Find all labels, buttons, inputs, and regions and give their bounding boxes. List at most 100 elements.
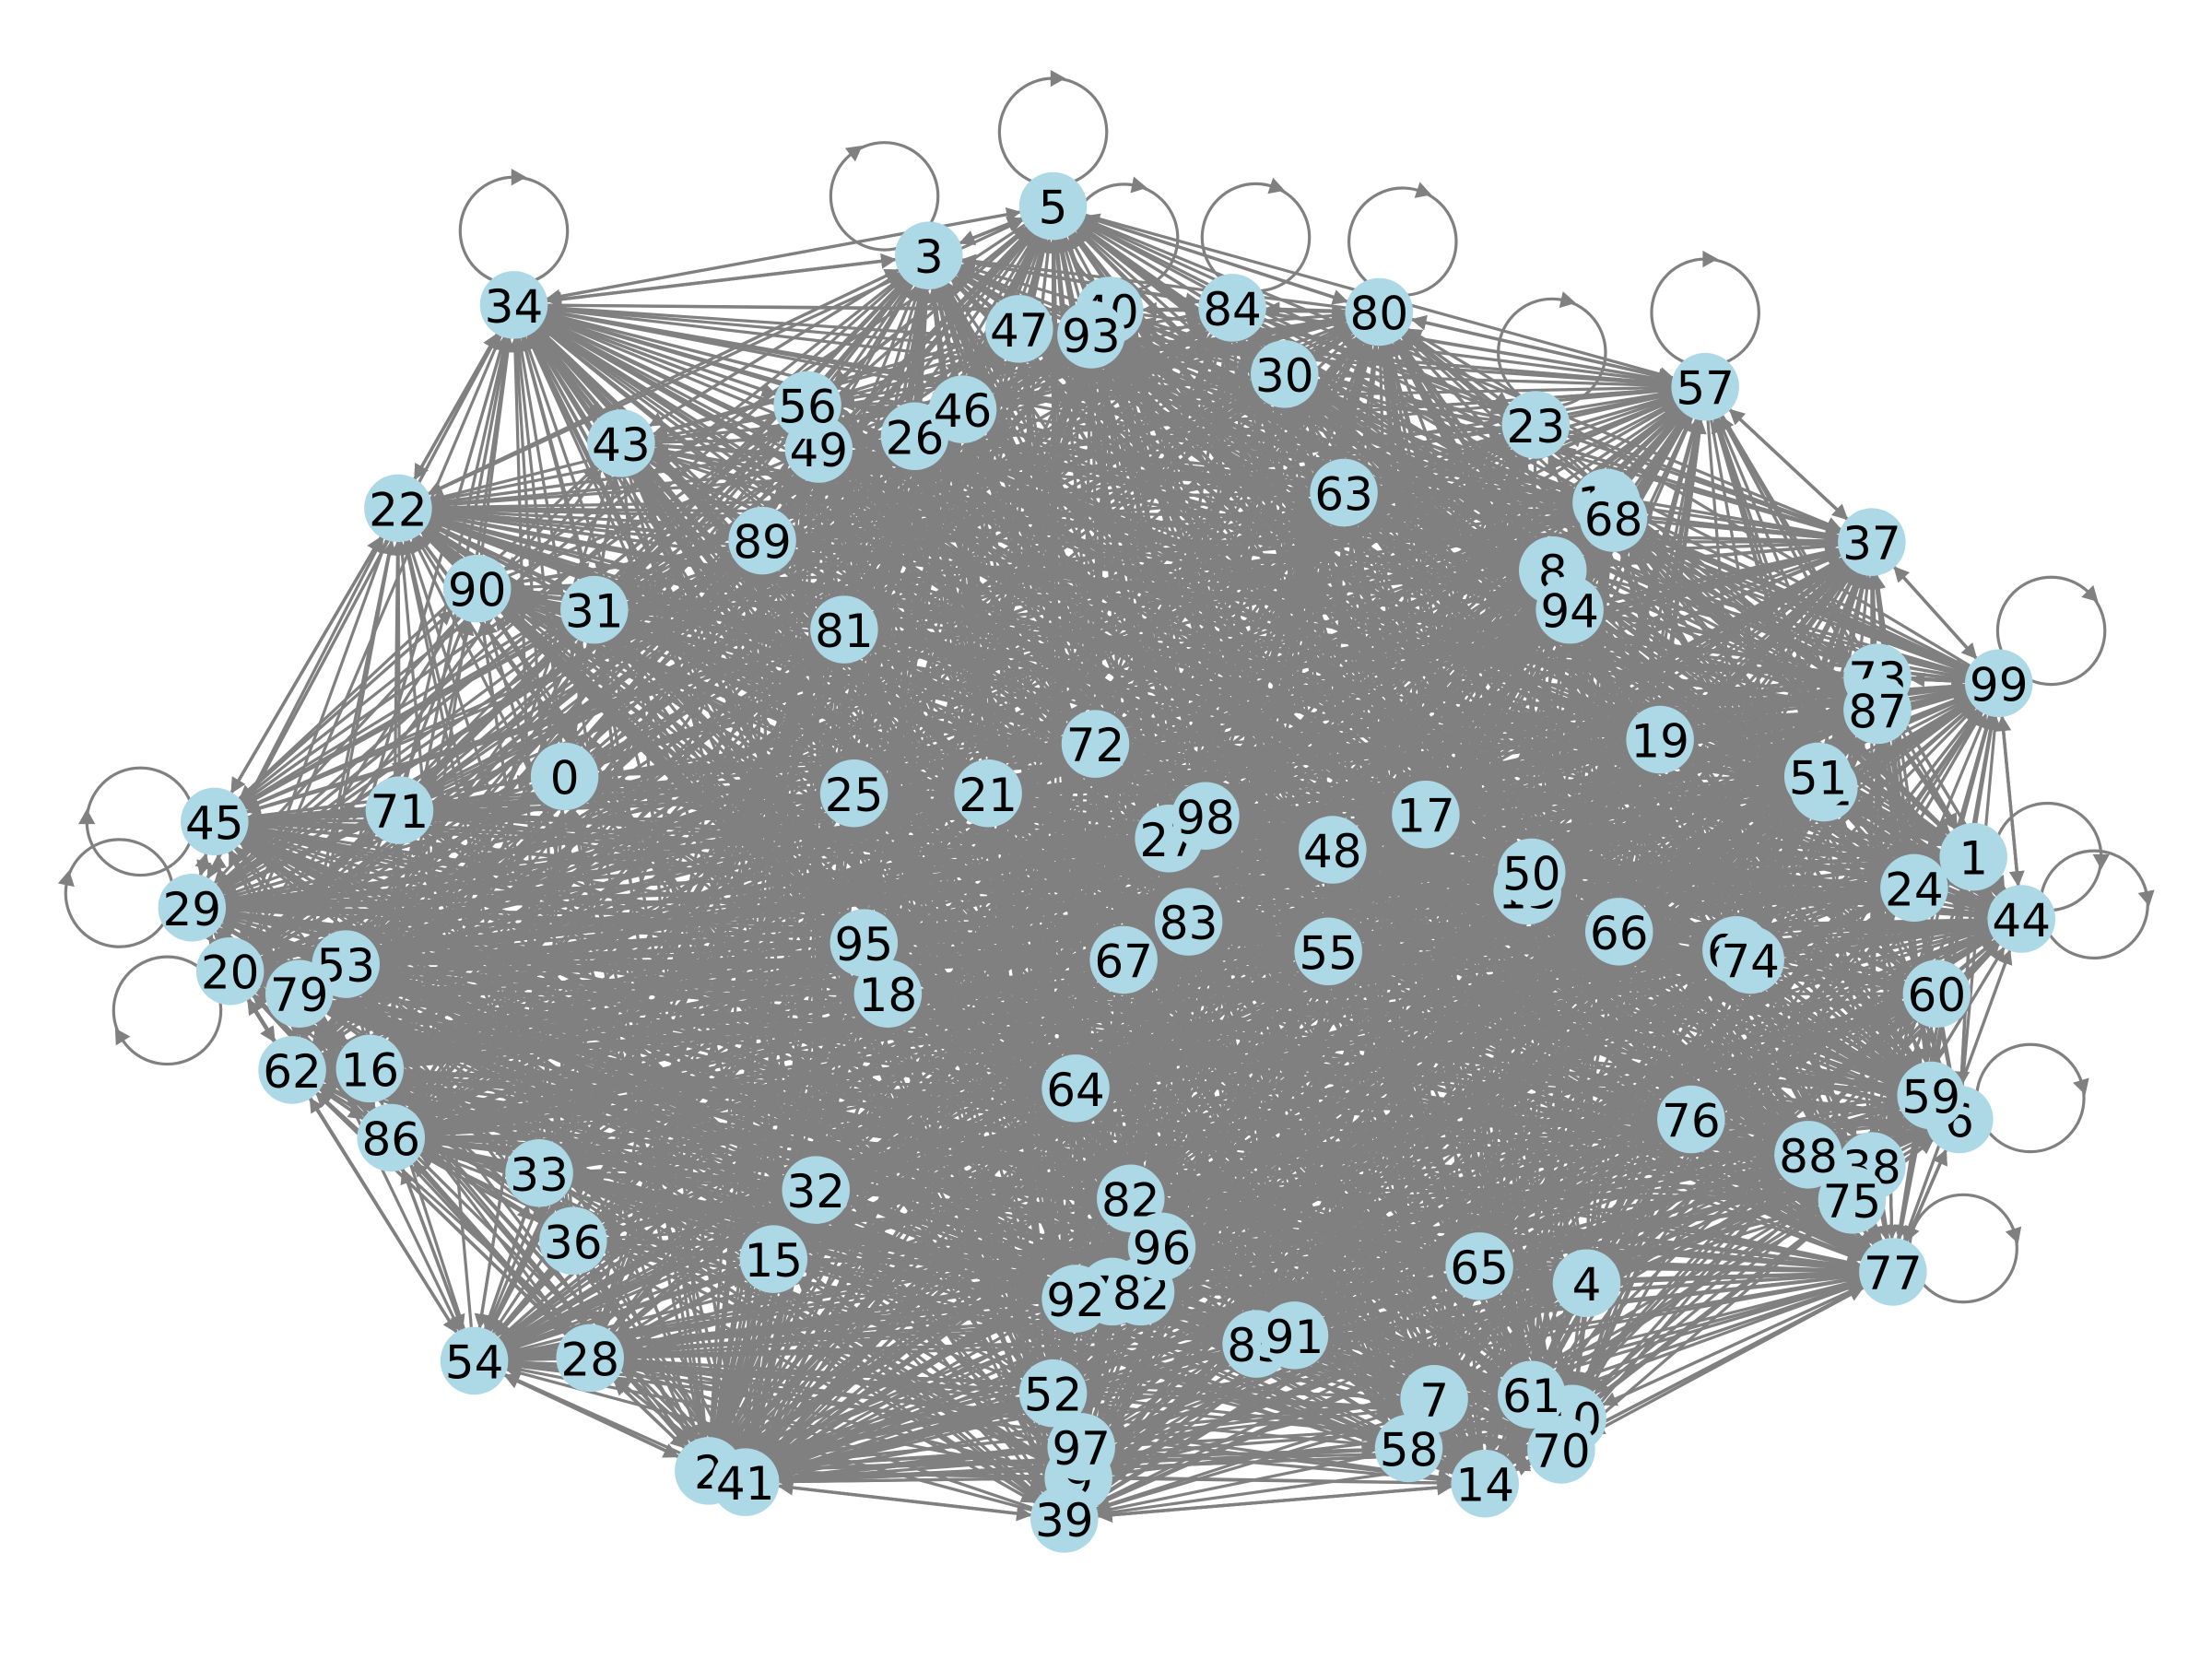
node-68: 68 xyxy=(1579,484,1648,552)
edge-74-59 xyxy=(1776,979,1906,1077)
node-label: 46 xyxy=(934,384,993,438)
node-label: 33 xyxy=(510,1148,569,1202)
edge-69-60 xyxy=(1769,956,1905,992)
self-loop-80 xyxy=(1347,186,1458,297)
node-19: 19 xyxy=(1626,705,1694,774)
edge-88-26 xyxy=(939,456,1783,1135)
node-77: 77 xyxy=(1859,1238,1927,1306)
node-label: 97 xyxy=(1052,1422,1111,1476)
self-loop-arrow-1 xyxy=(2092,853,2110,870)
node-label: 20 xyxy=(201,947,260,1000)
edge-88-70 xyxy=(1582,1179,1788,1425)
node-label: 29 xyxy=(162,883,221,936)
node-label: 5 xyxy=(1039,182,1068,235)
node-93: 93 xyxy=(1057,300,1125,369)
edge-73-92 xyxy=(1100,697,1852,1279)
edge-93-62 xyxy=(315,356,1067,1049)
edge-52-88 xyxy=(1085,1161,1778,1385)
self-loop-45 xyxy=(85,766,196,877)
edge-88-64 xyxy=(1108,1085,1775,1154)
self-loop-arrow-34 xyxy=(511,169,527,186)
node-96: 96 xyxy=(1127,1212,1196,1281)
node-label: 81 xyxy=(815,605,874,658)
edge-91-39 xyxy=(1089,1355,1269,1500)
node-label: 48 xyxy=(1303,825,1362,878)
node-label: 17 xyxy=(1396,790,1455,843)
node-label: 98 xyxy=(1176,791,1235,844)
node-label: 64 xyxy=(1046,1064,1105,1117)
node-46: 46 xyxy=(928,375,997,443)
edge-81-69 xyxy=(875,640,1706,941)
edge-76-22 xyxy=(427,521,1662,1107)
edge-81-38 xyxy=(873,643,1843,1152)
node-45: 45 xyxy=(181,787,249,856)
node-34: 34 xyxy=(479,271,548,339)
node-label: 0 xyxy=(550,751,580,805)
edge-93-17 xyxy=(1109,361,1408,788)
self-loop-84 xyxy=(1200,182,1312,293)
node-88: 88 xyxy=(1774,1121,1842,1189)
node-4: 4 xyxy=(1552,1249,1621,1317)
edge-84-40 xyxy=(1141,301,1199,317)
node-label: 14 xyxy=(1455,1459,1514,1512)
edge-84-3 xyxy=(960,256,1200,304)
node-70: 70 xyxy=(1527,1416,1595,1484)
node-31: 31 xyxy=(560,575,629,644)
node-50: 50 xyxy=(1498,838,1566,907)
edge-89-86 xyxy=(407,568,747,1111)
node-23: 23 xyxy=(1501,391,1571,459)
edge-93-76 xyxy=(1110,360,1672,1094)
edge-82-20 xyxy=(261,975,1099,1192)
edge-85-3 xyxy=(935,286,1249,1312)
node-64: 64 xyxy=(1041,1054,1110,1123)
edge-93-95 xyxy=(873,365,1081,913)
node-label: 74 xyxy=(1721,935,1780,988)
node-label: 43 xyxy=(592,418,651,472)
node-label: 54 xyxy=(445,1335,504,1389)
edge-90-6 xyxy=(508,598,1929,1111)
node-label: 90 xyxy=(448,564,507,618)
edge-71-83 xyxy=(432,813,1157,923)
self-loop-34 xyxy=(458,175,570,287)
node-label: 95 xyxy=(835,918,894,971)
edge-78-34 xyxy=(530,332,1097,1264)
node-0: 0 xyxy=(530,742,599,811)
edge-93-57 xyxy=(1124,335,1674,391)
node-67: 67 xyxy=(1089,925,1158,994)
edge-93-4 xyxy=(1105,363,1572,1255)
node-48: 48 xyxy=(1299,816,1367,884)
edge-80-88 xyxy=(1393,341,1794,1126)
edge-67-29 xyxy=(224,902,1090,960)
node-59: 59 xyxy=(1897,1061,1965,1130)
edge-84-20 xyxy=(256,324,1206,954)
edge-92-0 xyxy=(587,799,1053,1276)
node-36: 36 xyxy=(539,1206,607,1276)
node-label: 94 xyxy=(1540,585,1599,639)
edge-80-13 xyxy=(1385,344,1524,860)
node-20: 20 xyxy=(195,936,265,1006)
edge-93-22 xyxy=(429,341,1059,504)
node-label: 87 xyxy=(1848,685,1907,738)
node-label: 45 xyxy=(185,796,244,850)
node-label: 76 xyxy=(1662,1095,1721,1148)
node-label: 59 xyxy=(1901,1071,1960,1124)
node-label: 47 xyxy=(990,304,1049,358)
node-92: 92 xyxy=(1041,1265,1110,1333)
edge-68-18 xyxy=(914,535,1586,977)
edge-93-66 xyxy=(1112,359,1598,908)
edge-62-34 xyxy=(300,335,508,1039)
node-37: 37 xyxy=(1838,508,1906,576)
node-76: 76 xyxy=(1657,1085,1725,1154)
edge-91-46 xyxy=(971,440,1285,1304)
node-label: 44 xyxy=(1992,894,2051,947)
node-72: 72 xyxy=(1061,710,1130,778)
node-label: 89 xyxy=(733,516,792,570)
edge-81-17 xyxy=(876,638,1395,807)
node-29: 29 xyxy=(158,874,227,942)
edge-43-3 xyxy=(649,271,901,428)
edge-80-23 xyxy=(1406,330,1510,406)
node-39: 39 xyxy=(1030,1485,1099,1553)
node-label: 15 xyxy=(744,1234,803,1288)
node-label: 84 xyxy=(1203,283,1262,336)
node-56: 56 xyxy=(773,371,841,440)
